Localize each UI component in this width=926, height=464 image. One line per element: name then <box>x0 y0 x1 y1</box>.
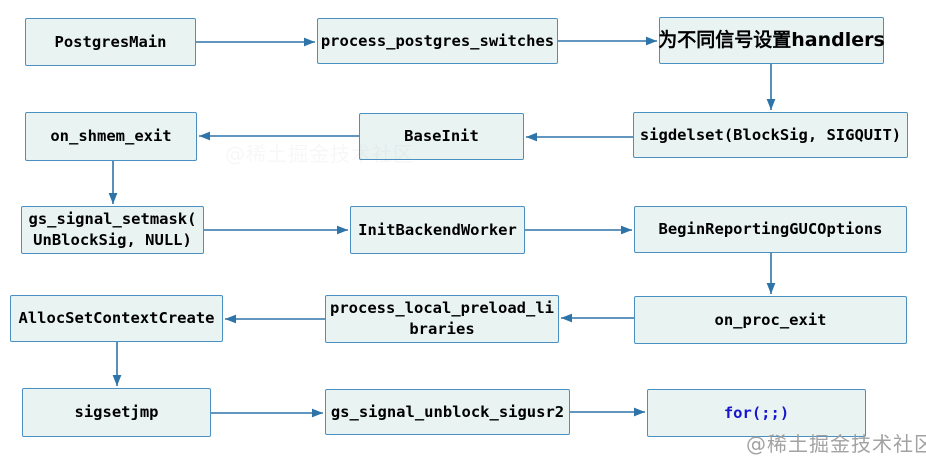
node-alloc-set-context-create: AllocSetContextCreate <box>10 295 223 342</box>
node-init-backend-worker: InitBackendWorker <box>350 206 525 254</box>
node-gs-signal-unblock-sigusr2: gs_signal_unblock_sigusr2 <box>325 389 570 435</box>
watermark: @稀土掘金技术社区 <box>746 432 926 456</box>
node-for-loop: for(;;) <box>647 389 866 437</box>
node-process-local-preload-libraries: process_local_preload_li braries <box>325 295 559 343</box>
node-gs-signal-setmask: gs_signal_setmask( UnBlockSig, NULL) <box>21 206 204 254</box>
node-postgres-main: PostgresMain <box>25 18 196 66</box>
node-process-postgres-switches: process_postgres_switches <box>317 18 558 64</box>
node-begin-reporting-guc-options: BeginReportingGUCOptions <box>634 206 907 253</box>
node-base-init: BaseInit <box>359 113 524 160</box>
node-signal-handlers: 为不同信号设置handlers <box>658 17 885 64</box>
watermark-ghost: @稀土掘金技术社区 <box>225 142 414 166</box>
node-on-shmem-exit: on_shmem_exit <box>25 112 197 161</box>
node-sigdelset: sigdelset(BlockSig, SIGQUIT) <box>633 112 908 158</box>
node-sigsetjmp: sigsetjmp <box>22 388 211 437</box>
node-on-proc-exit: on_proc_exit <box>634 296 907 344</box>
